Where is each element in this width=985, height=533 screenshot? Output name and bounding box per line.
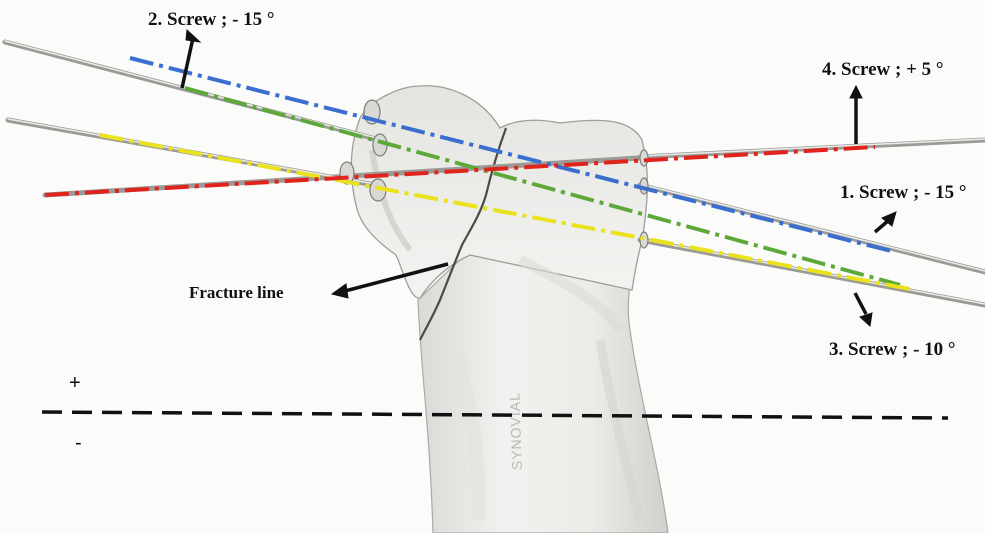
label-screw-4: 4. Screw ; + 5 ° bbox=[822, 60, 944, 79]
label-screw-1: 1. Screw ; - 15 ° bbox=[840, 183, 967, 202]
implant-engraving: SYNOVIAL bbox=[506, 392, 525, 471]
plus-sign: + bbox=[69, 373, 81, 393]
minus-sign: - bbox=[75, 433, 82, 453]
label-fracture-line: Fracture line bbox=[189, 284, 284, 301]
label-screw-3: 3. Screw ; - 10 ° bbox=[829, 340, 956, 359]
label-screw-2: 2. Screw ; - 15 ° bbox=[148, 10, 275, 29]
